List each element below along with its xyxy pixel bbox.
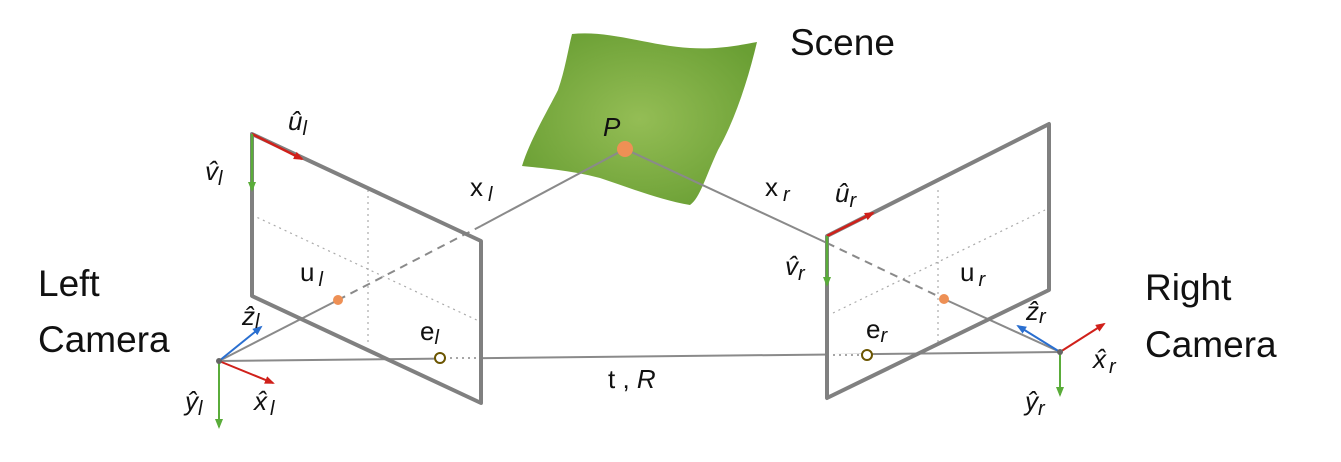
- right-camera-label-line2: Camera: [1145, 324, 1277, 365]
- yhat-left-label: ŷl: [183, 386, 203, 420]
- baseline-label: t , R: [608, 364, 656, 394]
- epipole-left: [434, 352, 446, 364]
- left-camera-center: [216, 358, 222, 364]
- epipole-left-label: el: [420, 316, 439, 349]
- vhat-left-label: v̂l: [205, 156, 223, 190]
- point-p-label: P: [603, 112, 621, 142]
- uhat-right-label: ûr: [835, 178, 857, 212]
- yhat-right-label: ŷr: [1023, 386, 1046, 420]
- uhat-left-label: ûl: [288, 106, 307, 140]
- xhat-left-label: x̂l: [252, 386, 275, 420]
- scene-surface: [522, 33, 757, 205]
- projection-u-left: [333, 295, 343, 305]
- vhat-right-label: v̂r: [785, 251, 806, 285]
- right-camera-label-line1: Right: [1145, 267, 1232, 308]
- z-axis-left-arrow: [218, 325, 263, 362]
- image-plane-grid: [251, 190, 1046, 346]
- epipole-right-label: er: [866, 314, 888, 347]
- right-image-plane: [825, 122, 1051, 400]
- right-camera-center: [1057, 349, 1063, 355]
- left-camera-label-line2: Camera: [38, 319, 170, 360]
- ray-left: [218, 148, 626, 362]
- u-axis-right-arrow: [826, 211, 875, 238]
- projection-u-right: [939, 294, 949, 304]
- zhat-left-label: ẑl: [241, 301, 260, 333]
- epipole-right: [861, 349, 873, 361]
- left-camera-label-line1: Left: [38, 263, 100, 304]
- baseline: [218, 351, 1061, 362]
- left-image-plane: [250, 132, 483, 405]
- zhat-right-label: ẑr: [1025, 296, 1047, 328]
- x-axis-right-arrow: [1059, 322, 1106, 353]
- x-axis-left-arrow: [218, 360, 275, 384]
- xhat-right-label: x̂r: [1091, 344, 1117, 378]
- scene-point-p: [617, 141, 633, 157]
- ray-right: [624, 148, 1061, 353]
- scene-label: Scene: [790, 22, 895, 63]
- z-axis-right-arrow: [1016, 324, 1061, 353]
- u-axis-left-arrow: [251, 132, 304, 161]
